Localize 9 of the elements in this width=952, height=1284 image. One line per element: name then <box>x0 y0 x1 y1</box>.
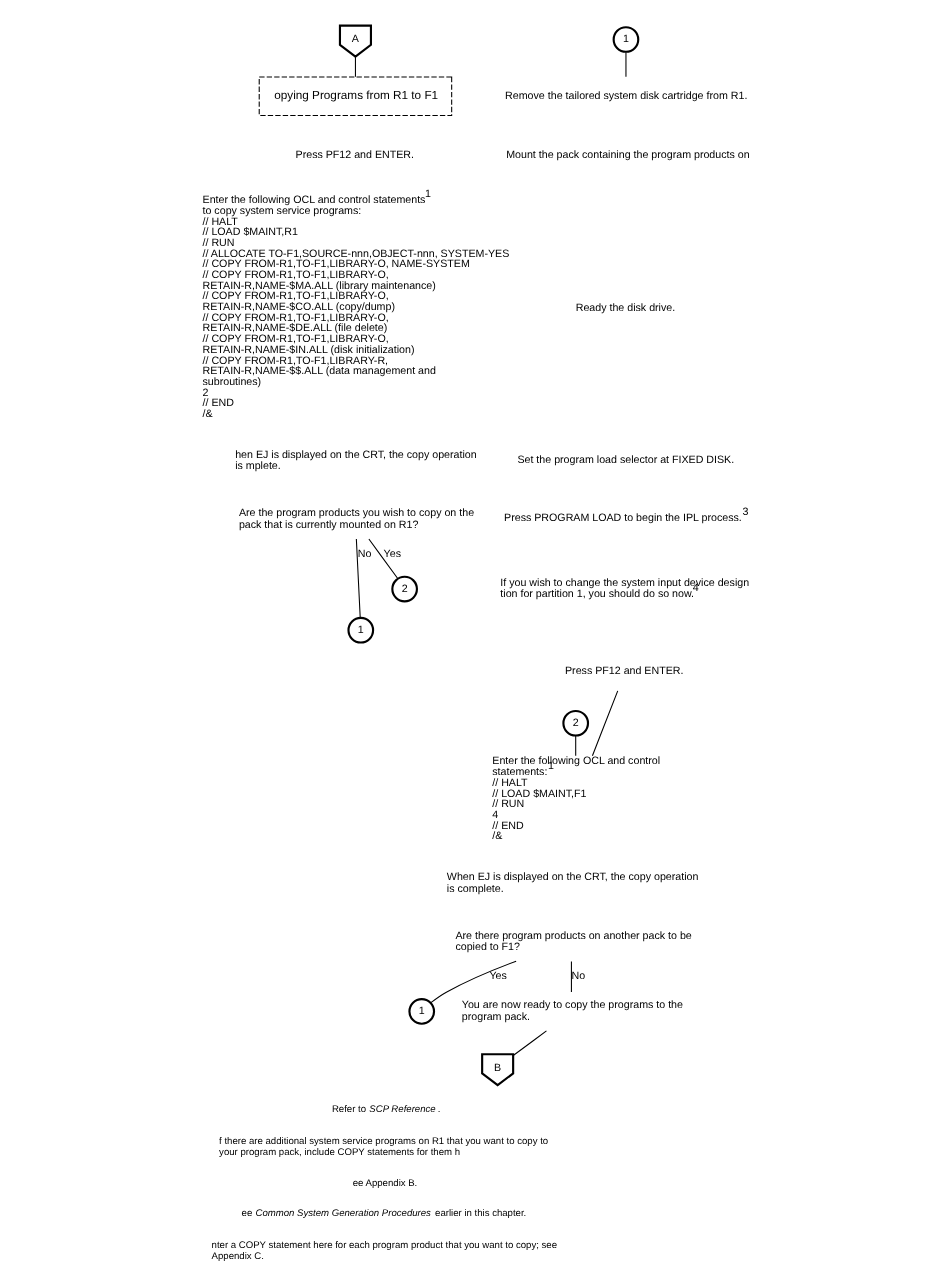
connector <box>625 51 627 78</box>
connector <box>430 960 517 1004</box>
connector <box>570 960 572 993</box>
connector <box>513 1030 547 1056</box>
connector <box>575 735 577 757</box>
connector <box>355 538 361 619</box>
connector <box>354 56 356 78</box>
connector <box>368 538 399 580</box>
connector <box>591 690 619 757</box>
